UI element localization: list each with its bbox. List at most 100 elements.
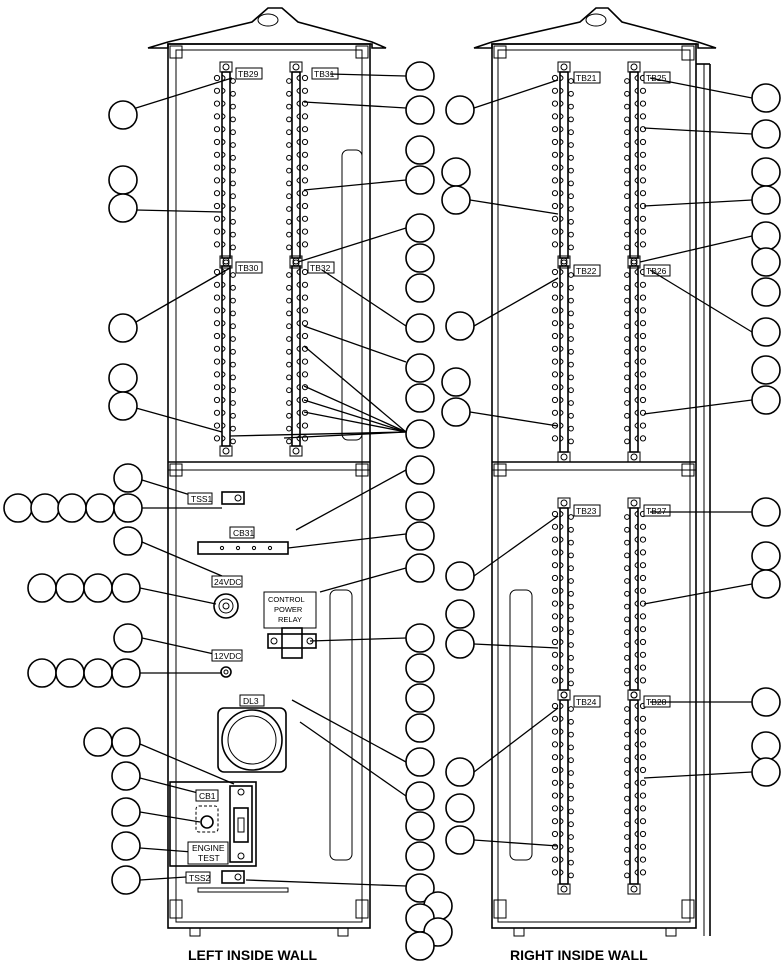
leader-line [469,199,559,215]
terminal-screw [639,651,647,658]
terminal-screw [568,718,574,725]
terminal-wire-loop [634,112,639,120]
callout-circle [111,727,141,757]
terminal-wire-loop [221,332,226,340]
terminal-end-screw [630,63,638,71]
tss2-label: TSS2 [189,873,211,883]
terminal-screw [230,323,236,330]
terminal-end-screw [292,63,300,71]
terminal-screw [230,425,236,432]
terminal-screw [624,244,630,251]
terminal-screw [301,332,309,340]
leader-line [643,399,753,415]
terminal-screw [286,103,292,110]
terminal-wire-loop [634,702,639,710]
terminal-screw [639,843,647,850]
callout-circle [405,713,435,743]
terminal-screw [230,387,236,394]
terminal-end-screw [222,63,230,71]
terminal-screw [551,345,559,352]
callout-circle [751,277,781,307]
terminal-wire-loop [559,664,564,672]
terminal-screw [230,400,236,406]
terminal-screw [230,231,236,238]
terminal-screw [551,574,559,582]
terminal-screw [213,151,221,158]
terminal-tag [235,67,263,80]
terminal-wire-loop [634,612,639,620]
callout-circle [441,157,471,187]
terminal-screw [624,680,630,687]
cb1-tag [195,789,219,802]
terminal-screw [639,805,647,812]
terminal-board-tb27: TB27 [624,497,671,701]
terminal-wire-loop [221,112,226,120]
terminal-wire-loop [634,753,639,761]
terminal-screw [286,412,292,419]
terminal-screw [213,202,221,210]
callout-circle [445,95,475,125]
terminal-screw [568,578,574,584]
terminal-rail [629,507,639,691]
terminal-screw [568,539,574,546]
terminal-screw [639,549,647,556]
callout-circle [751,687,781,717]
terminal-screw [301,126,309,133]
terminal-screw [230,116,236,123]
terminal-screw [624,218,630,225]
callout-circle [405,213,435,243]
callout-circle [405,491,435,521]
tss1-switch-body [221,491,245,505]
terminal-wire-loop [296,319,301,327]
terminal-wire-loop [559,87,564,95]
terminal-screw [568,284,574,291]
terminal-screw [568,425,574,432]
callout-circle [83,658,113,688]
terminal-screw [213,384,221,391]
terminal-wire-loop [634,228,639,236]
terminal-screw [301,396,309,404]
terminal-wire-loop [296,240,301,248]
terminal-wire-loop [296,164,301,172]
terminal-screw [568,846,574,853]
terminal-screw [551,766,559,774]
terminal-screw [624,103,630,110]
callout-circle [441,185,471,215]
terminal-wire-loop [221,164,226,172]
cb1-breaker [200,815,214,829]
terminal-wire-loop [559,138,564,146]
terminal-screw [551,728,559,735]
terminal-wire-loop [559,189,564,197]
leader-line [139,587,217,605]
terminal-screw [568,731,574,738]
terminal-screw [624,116,630,123]
leader-line [245,879,407,887]
terminal-screw [551,435,559,442]
terminal-screw [301,100,309,107]
terminal-screw [551,268,559,276]
callout-circle [405,273,435,303]
terminal-screw [230,348,236,355]
terminal-wire-loop [221,306,226,314]
terminal-screw [301,358,309,365]
terminal-wire-loop [296,396,301,404]
terminal-screw [230,412,236,419]
terminal-screw [624,142,630,148]
terminal-wire-loop [221,434,226,442]
terminal-wire-loop [559,202,564,210]
terminal-screw [624,808,630,815]
terminal-screw [639,613,647,620]
callout-circle [108,313,138,343]
terminal-wire-loop [634,804,639,812]
terminal-screw [551,523,559,530]
callout-circle [751,185,781,215]
terminal-screw [286,129,292,136]
terminal-screw [551,87,559,94]
terminal-screw [213,74,221,82]
right-wall-panel [473,7,717,937]
terminal-end-screw [630,885,638,893]
terminal-screw [568,244,574,251]
terminal-screw [213,294,221,301]
terminal-screw [624,795,630,802]
terminal-wire-loop [221,422,226,430]
